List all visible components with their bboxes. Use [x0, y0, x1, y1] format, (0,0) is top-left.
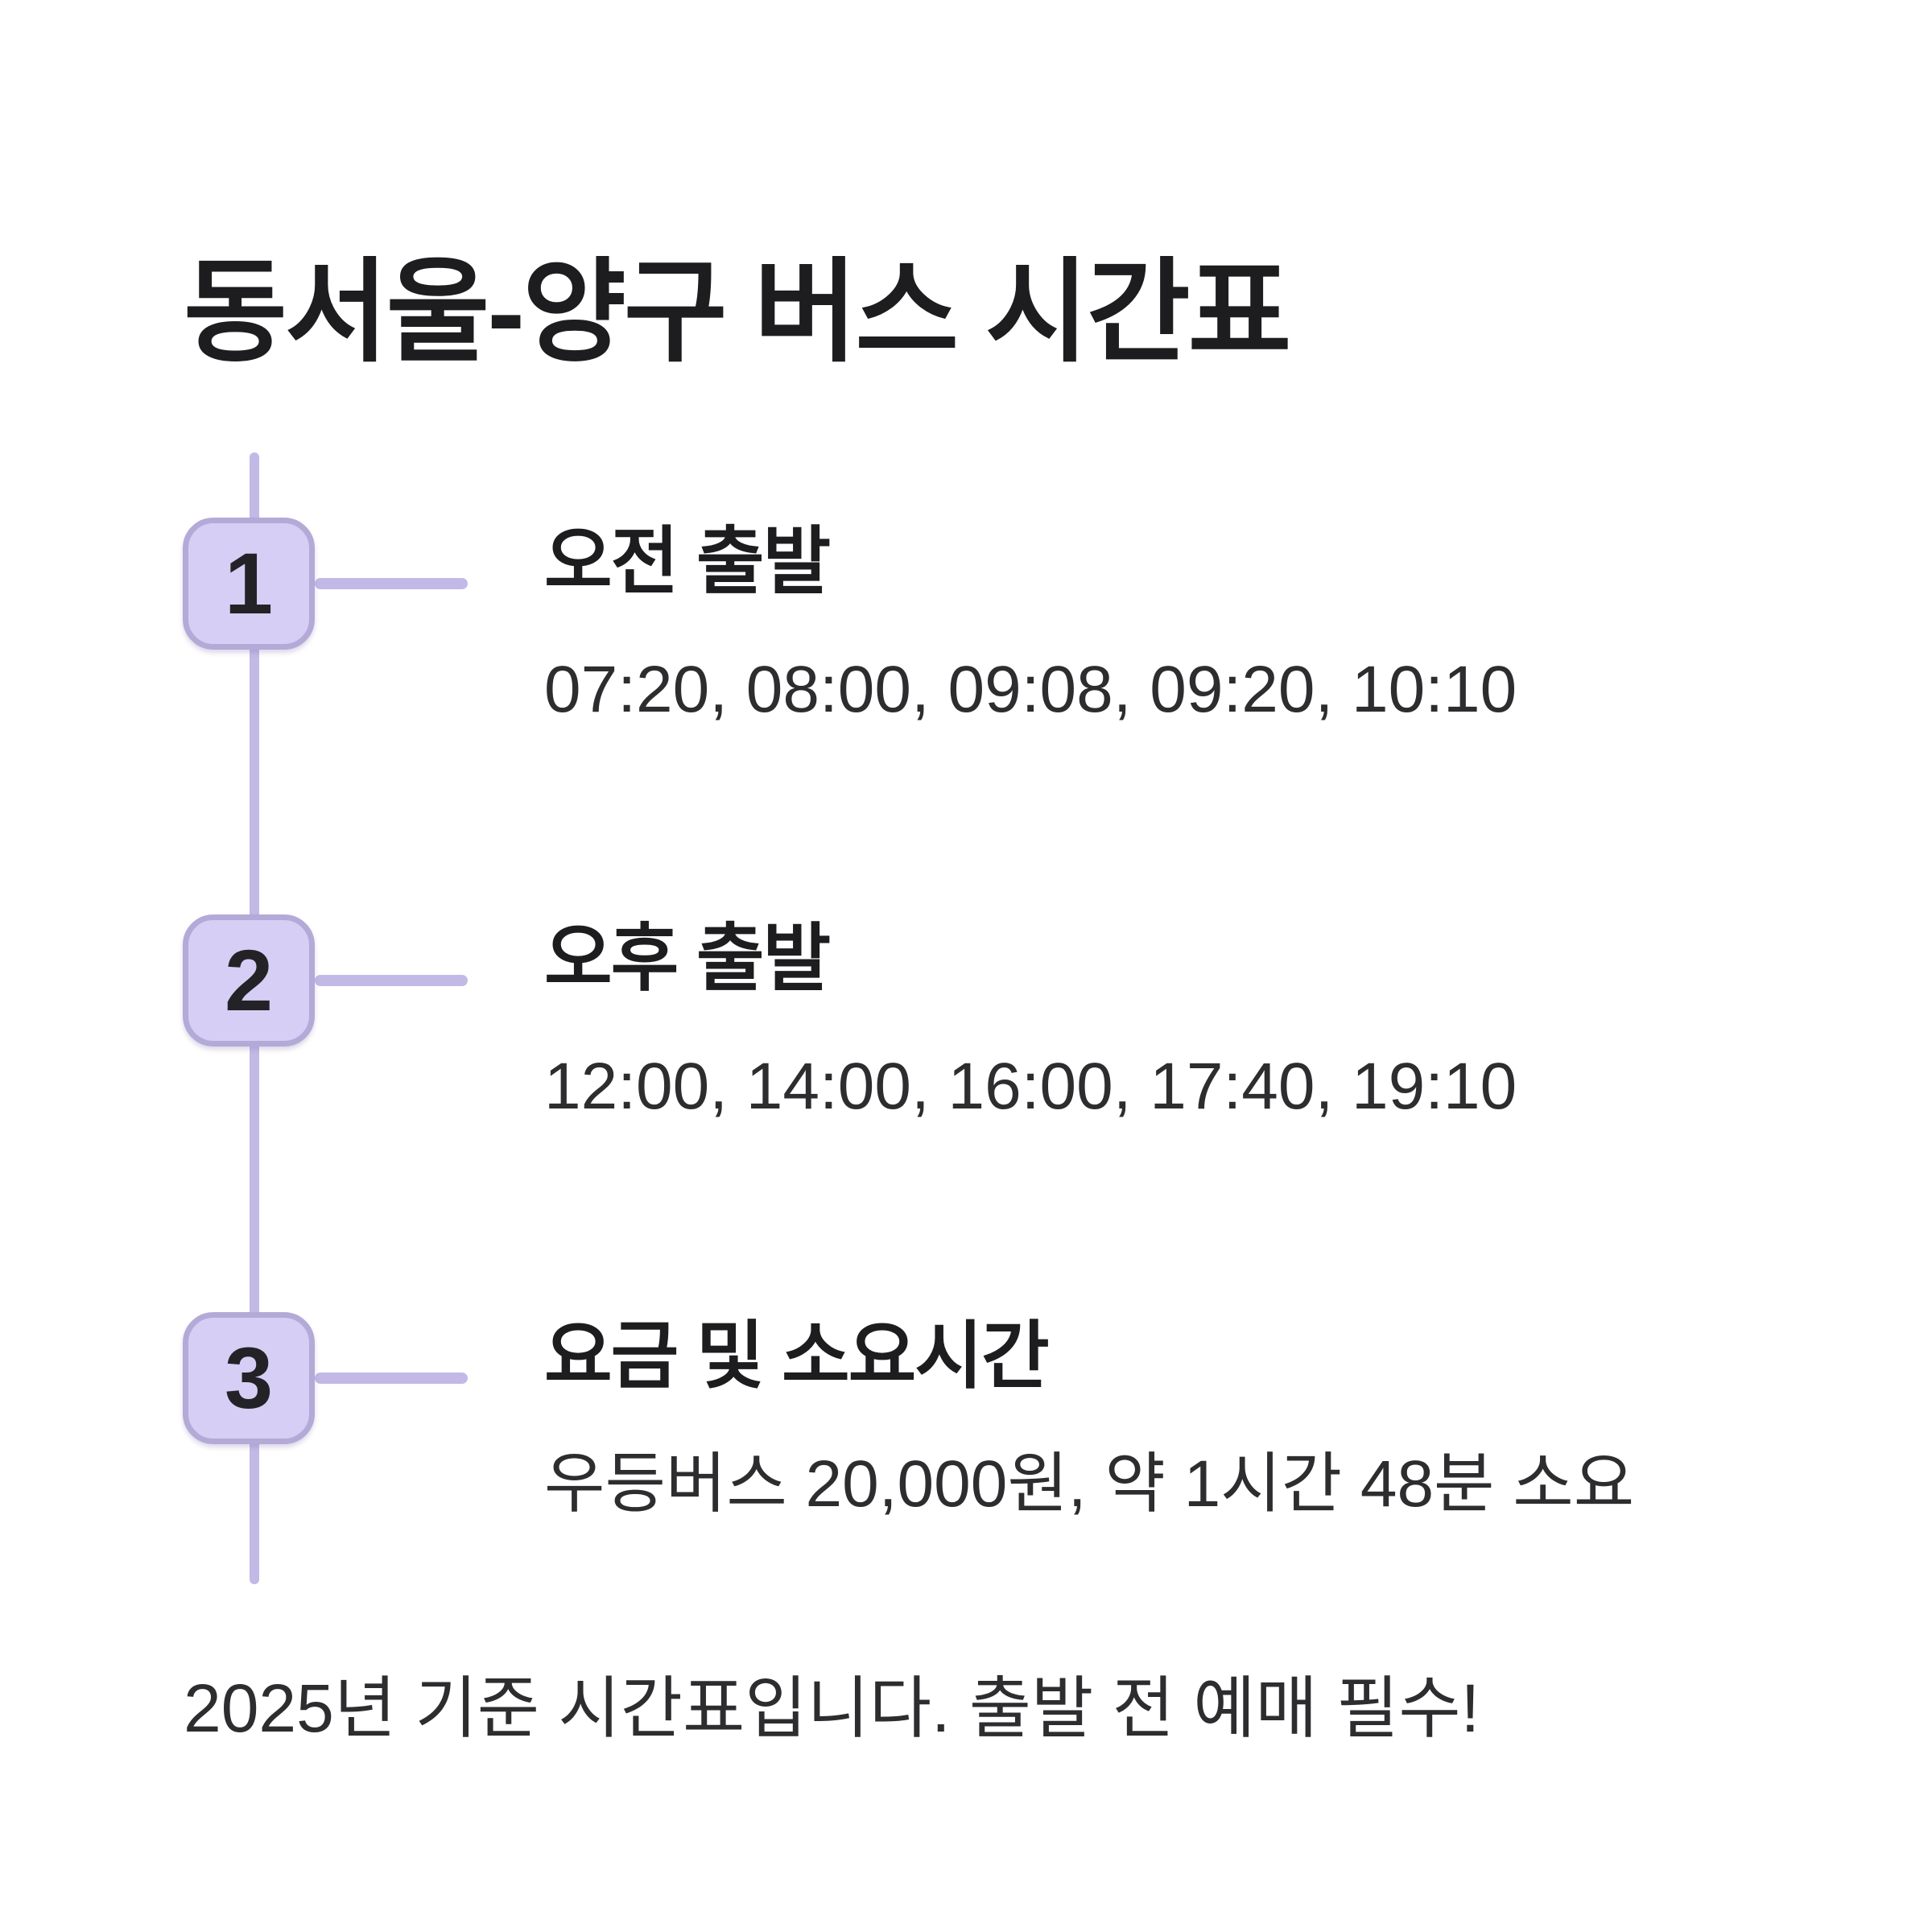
step-badge-3: 3: [183, 1312, 315, 1444]
step-title-afternoon-departures: 오후 출발: [544, 918, 831, 1000]
step-description-afternoon-times: 12:00, 14:00, 16:00, 17:40, 19:10: [544, 1050, 1517, 1123]
step-description-fare-duration: 우등버스 20,000원, 약 1시간 48분 소요: [544, 1447, 1635, 1521]
timeline-connector-3: [315, 1373, 468, 1384]
timeline-connector-1: [315, 578, 468, 589]
step-number-2: 2: [224, 931, 274, 1029]
page-title: 동서울-양구 버스 시간표: [184, 249, 1291, 375]
step-number-3: 3: [224, 1329, 274, 1426]
step-description-morning-times: 07:20, 08:00, 09:08, 09:20, 10:10: [544, 653, 1517, 726]
step-badge-2: 2: [183, 914, 315, 1046]
timeline-connector-2: [315, 975, 468, 986]
step-badge-1: 1: [183, 518, 315, 650]
step-title-fare-duration: 요금 및 소요시간: [544, 1315, 1050, 1397]
step-number-1: 1: [224, 535, 274, 632]
step-title-morning-departures: 오전 출발: [544, 521, 831, 603]
footer-note: 2025년 기준 시간표입니다. 출발 전 예매 필수!: [184, 1670, 1480, 1746]
